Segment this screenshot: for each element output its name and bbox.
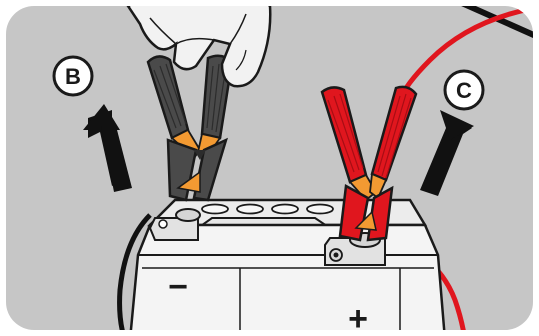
callout-b-label: B bbox=[65, 64, 81, 89]
battery-vent-cap bbox=[237, 205, 263, 214]
callout-b: B bbox=[54, 57, 92, 95]
battery-vent-cap bbox=[307, 205, 333, 214]
negative-sign: − bbox=[168, 268, 188, 306]
battery-icon: − + bbox=[130, 200, 445, 336]
battery-vent-cap bbox=[272, 205, 298, 214]
battery-vent-cap bbox=[202, 205, 228, 214]
callout-c: C bbox=[445, 71, 483, 109]
callout-c-label: C bbox=[456, 78, 472, 103]
